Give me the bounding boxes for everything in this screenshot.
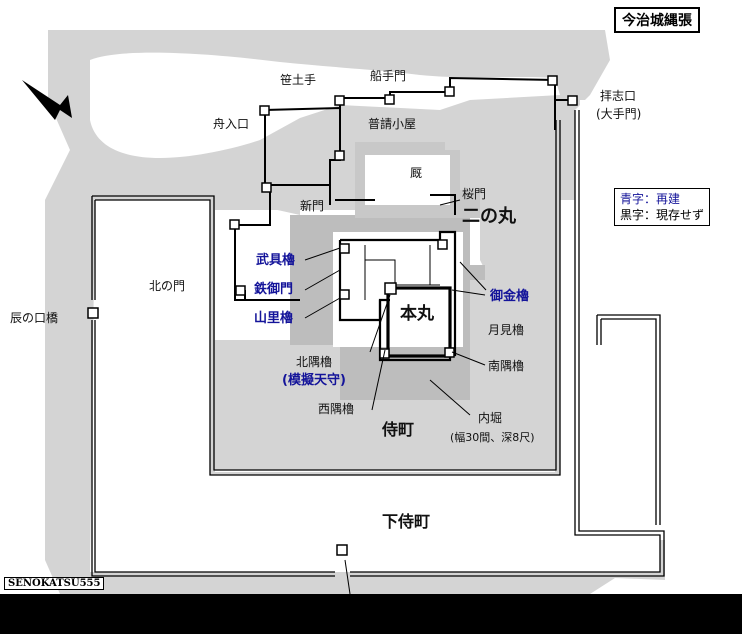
label-bugu-yagura: 武具櫓 [256,253,296,268]
label-samurai-machi: 侍町 [382,420,415,439]
label-hoshi-guchi: 拝志口 [600,89,637,103]
label-yamazato-yagura: 山里櫓 [254,311,294,326]
east-block [597,315,660,535]
outer-walls [91,110,665,577]
label-nishisumi-yagura: 西隅櫓 [318,402,355,416]
label-umaya: 厩 [410,166,423,180]
inner-walls-thin [364,245,440,300]
label-sakura-mon: 桜門 [462,187,487,201]
label-gokane-yagura: 御金櫓 [490,289,530,304]
label-ninomaru: 二の丸 [462,206,516,227]
north-arrow-icon [22,80,72,120]
label-shimo-samurai-machi: 下侍町 [382,512,431,531]
harbor-basin [90,52,560,158]
label-tsukimi-yagura: 月見櫓 [488,323,525,337]
legend: 青字：再建 黒字：現存せず [614,188,711,227]
label-ote-mon: (大手門) [596,107,642,121]
honmaru-walls [386,286,452,358]
castle-walls [234,76,575,301]
samurai-town-land [90,200,660,572]
label-honmaru: 本丸 [400,304,434,324]
bottom-bar [0,594,742,634]
label-kita-no-mon: 北の門 [149,279,186,293]
label-minamisumi-yagura: 南隅櫓 [488,359,525,373]
label-mogi-tenshu: (模擬天守) [282,373,346,388]
map-title: 今治城縄張 [614,7,700,33]
credit-watermark: SENOKATSU555 [4,577,105,590]
label-kitasumi-yagura: 北隅櫓 [296,355,333,369]
label-uchibori-size: (幅30間、深8尺) [450,431,535,444]
label-funate-mon: 船手門 [370,69,407,83]
label-shin-mon: 新門 [300,199,325,213]
label-tetsu-gomon: 鉄御門 [254,282,294,297]
label-sasa-doteya: 笹土手 [280,73,317,87]
legend-not-extant: 黒字：現存せず [620,208,705,223]
label-fune-iriguchi: 舟入口 [213,117,250,131]
legend-rebuilt: 青字：再建 [620,192,681,206]
label-uchibori: 内堀 [478,411,503,425]
umaya-yard [365,155,450,205]
leader-lines [304,199,487,595]
label-fushin-koya: 普請小屋 [368,117,417,131]
label-tatsu-no-kuchi-bashi: 辰の口橋 [10,311,59,325]
